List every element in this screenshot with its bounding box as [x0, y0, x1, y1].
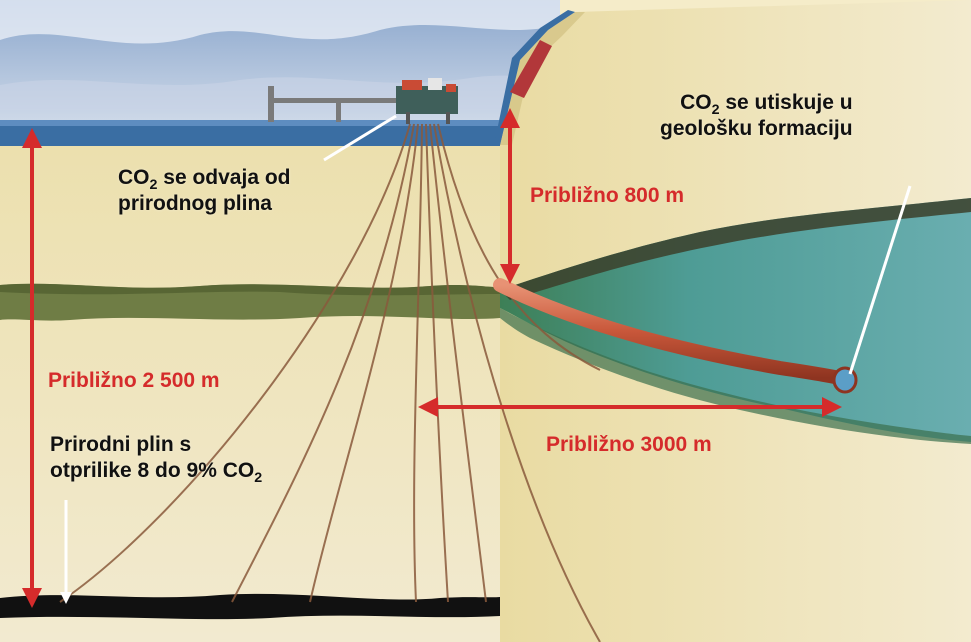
natural-gas-label: Prirodni plin s otprilike 8 do 9% CO2: [50, 433, 263, 487]
distance-3000-label: Približno 3000 m: [546, 433, 712, 456]
injection-well-end: [832, 366, 858, 394]
separation-pointer: [323, 114, 397, 162]
clouds: [0, 0, 560, 44]
co2-injection-label: CO2 se utiskuje u geološku formaciju: [660, 91, 853, 141]
injection-vessel: [510, 40, 552, 98]
gas-reservoir: [0, 593, 500, 620]
injection-pipeline: [493, 278, 847, 385]
depth-800-label: Približno 800 m: [530, 184, 685, 207]
gas-pointer-head: [60, 592, 72, 604]
co2-separation-label: CO2 se odvaja od prirodnog plina: [118, 166, 291, 216]
injection-pointer: [848, 185, 912, 375]
depth-2500-label: Približno 2 500 m: [48, 369, 220, 392]
aquifer-caprock: [500, 198, 971, 300]
gas-platform: [268, 78, 458, 124]
